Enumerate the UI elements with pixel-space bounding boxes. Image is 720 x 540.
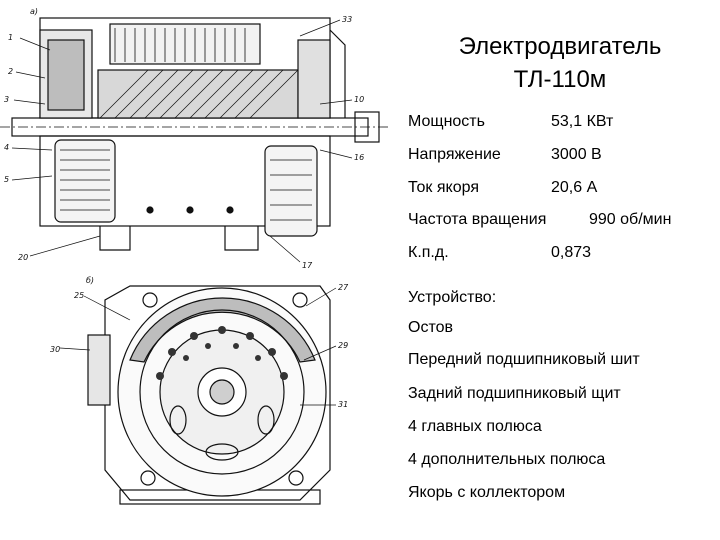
callout: 30	[50, 345, 60, 354]
callout: 2	[8, 67, 13, 76]
callout: 33	[342, 15, 352, 24]
spec-value-voltage: 3000 В	[551, 146, 602, 163]
spec-value-speed: 990 об/мин	[589, 211, 672, 228]
device-item: Передний подшипниковый шит	[408, 351, 640, 368]
callout: 4	[4, 143, 9, 152]
callout: 17	[302, 261, 313, 270]
spec-label-speed: Частота вращения	[408, 211, 547, 228]
callout: 20	[18, 253, 28, 262]
spec-value-efficiency: 0,873	[551, 244, 592, 261]
callout: 25	[74, 291, 84, 300]
slide-title: Электродвигатель ТЛ-110м	[410, 30, 710, 96]
device-heading: Устройство:	[408, 289, 497, 306]
longitudinal-section-view	[0, 17, 390, 263]
spec-label-efficiency: К.п.д.	[408, 244, 449, 261]
callout: 31	[338, 400, 348, 409]
callout: 27	[338, 283, 349, 292]
callout: 29	[338, 341, 348, 350]
title-line-2: ТЛ-110м	[513, 66, 607, 93]
motor-drawing: а) б) 1 2 3 4 5 20 33 10 16 17 25 30 27 …	[0, 7, 390, 505]
callout: 10	[354, 95, 364, 104]
spec-value-current: 20,6 А	[551, 179, 598, 196]
view-b-label: б)	[86, 276, 94, 285]
device-item: Остов	[408, 319, 453, 336]
callout: 1	[8, 33, 13, 42]
spec-label-voltage: Напряжение	[408, 146, 501, 163]
spec-label-current: Ток якоря	[408, 179, 479, 196]
device-item: Якорь с коллектором	[408, 484, 566, 501]
device-item: 4 дополнительных полюса	[408, 451, 606, 468]
view-a-label: а)	[30, 7, 38, 16]
callout: 3	[4, 95, 9, 104]
device-item: Задний подшипниковый щит	[408, 385, 621, 402]
title-line-1: Электродвигатель	[458, 33, 662, 60]
spec-label-power: Мощность	[408, 113, 485, 130]
callout: 16	[354, 153, 364, 162]
end-view	[59, 285, 337, 505]
callout: 5	[4, 175, 9, 184]
device-item: 4 главных полюса	[408, 418, 542, 435]
spec-value-power: 53,1 КВт	[551, 113, 614, 130]
